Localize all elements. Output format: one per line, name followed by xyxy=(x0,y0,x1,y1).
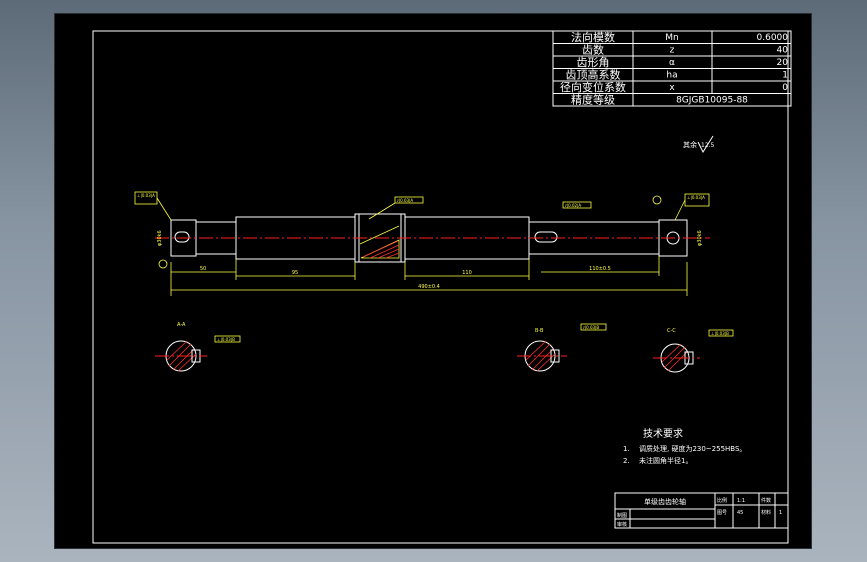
surface-finish-note: 其余 12.5 xyxy=(683,135,715,154)
keyway-left xyxy=(174,231,190,243)
svg-text:其余: 其余 xyxy=(683,140,697,149)
param-symbol: 8GJGB10095-88 xyxy=(676,96,748,106)
svg-text:⫽|0.03|A: ⫽|0.03|A xyxy=(396,198,413,203)
section-c: C-C ⊥|0.03|B xyxy=(653,328,734,373)
svg-text:⊥|0.03|A: ⊥|0.03|A xyxy=(687,195,705,200)
part-name: 单级齿齿轮轴 xyxy=(644,497,686,506)
svg-text:审核: 审核 xyxy=(617,521,627,528)
svg-text:⫽|0.02|A: ⫽|0.02|A xyxy=(564,203,581,208)
svg-text:A-A: A-A xyxy=(177,322,186,328)
svg-text:比例: 比例 xyxy=(717,497,727,504)
svg-text:⊥|0.03|A: ⊥|0.03|A xyxy=(137,193,155,198)
gear-parameter-table: 法向模数 Mn 0.6000 齿数 z 40 齿形角 α 20 齿顶高系数 ha… xyxy=(552,30,792,107)
dim-seg-3: 110±0.5 xyxy=(589,266,611,272)
svg-text:⊥|0.03|B: ⊥|0.03|B xyxy=(217,337,235,342)
param-value: 0 xyxy=(782,83,788,93)
svg-text:45: 45 xyxy=(737,510,743,516)
dim-seg-2: 110 xyxy=(462,270,472,276)
tech-req-item: 未注圆角半径1。 xyxy=(639,456,692,465)
svg-text:⊥|0.03|B: ⊥|0.03|B xyxy=(711,331,729,336)
svg-text:制图: 制图 xyxy=(617,512,627,519)
param-symbol: ha xyxy=(666,71,677,81)
title-block: 单级齿齿轮轴 比例 1:1 图号 45 件数 材料 1 制图 审核 xyxy=(614,492,789,529)
shaft-drawing: 法向模数 Mn 0.6000 齿数 z 40 齿形角 α 20 齿顶高系数 ha… xyxy=(92,30,792,544)
keyway-right xyxy=(534,231,558,243)
dim-diameter-right: φ30k6 xyxy=(697,230,703,246)
param-symbol: x xyxy=(669,83,675,93)
drawing-frame xyxy=(92,30,789,544)
param-value: 1 xyxy=(782,71,788,81)
param-symbol: Mn xyxy=(665,33,678,43)
param-symbol: z xyxy=(670,46,675,56)
tech-req-title: 技术要求 xyxy=(643,427,683,440)
section-b: B-B ⫽|0.03|B xyxy=(517,323,607,372)
tolerance-frames: ⊥|0.03|A ⫽|0.03|A ⫽|0.02|A ⊥|0.03|A xyxy=(134,191,710,269)
svg-text:件数: 件数 xyxy=(761,497,771,504)
param-label: 精度等级 xyxy=(571,93,615,107)
param-label: 齿顶高系数 xyxy=(566,68,621,82)
svg-text:12.5: 12.5 xyxy=(701,142,715,149)
svg-text:C-C: C-C xyxy=(667,328,676,334)
svg-text:B-B: B-B xyxy=(535,328,544,334)
shaft-main-view xyxy=(155,213,710,263)
svg-text:2.: 2. xyxy=(623,457,630,465)
dim-diameter-left: φ30k6 xyxy=(157,230,163,246)
dim-total-length: 490±0.4 xyxy=(418,284,440,290)
svg-text:图号: 图号 xyxy=(717,510,727,516)
param-symbol: α xyxy=(669,58,675,68)
svg-text:⫽|0.03|B: ⫽|0.03|B xyxy=(582,325,599,330)
param-label: 齿形角 xyxy=(577,56,610,69)
param-value: 20 xyxy=(777,58,789,68)
param-value: 0.6000 xyxy=(757,33,789,43)
tech-req-item: 调质处理, 硬度为230~255HBS。 xyxy=(639,444,746,453)
svg-text:1: 1 xyxy=(779,510,782,516)
param-value: 40 xyxy=(777,46,789,56)
section-a: A-A ⊥|0.03|B xyxy=(155,322,241,372)
param-label: 径向变位系数 xyxy=(560,80,626,94)
cad-viewport[interactable]: 法向模数 Mn 0.6000 齿数 z 40 齿形角 α 20 齿顶高系数 ha… xyxy=(55,14,811,548)
tech-requirements: 技术要求 1. 调质处理, 硬度为230~255HBS。 2. 未注圆角半径1。 xyxy=(623,427,746,465)
param-label: 法向模数 xyxy=(571,30,615,44)
dimension-lines: 490±0.4 95 110 110±0.5 50 φ30k6 φ30k6 xyxy=(157,230,703,296)
param-label: 齿数 xyxy=(582,44,604,57)
svg-text:1.: 1. xyxy=(623,445,630,453)
dim-seg-4: 50 xyxy=(200,266,206,272)
dim-seg-1: 95 xyxy=(292,270,298,276)
svg-text:材料: 材料 xyxy=(761,509,771,516)
svg-text:1:1: 1:1 xyxy=(737,498,745,504)
